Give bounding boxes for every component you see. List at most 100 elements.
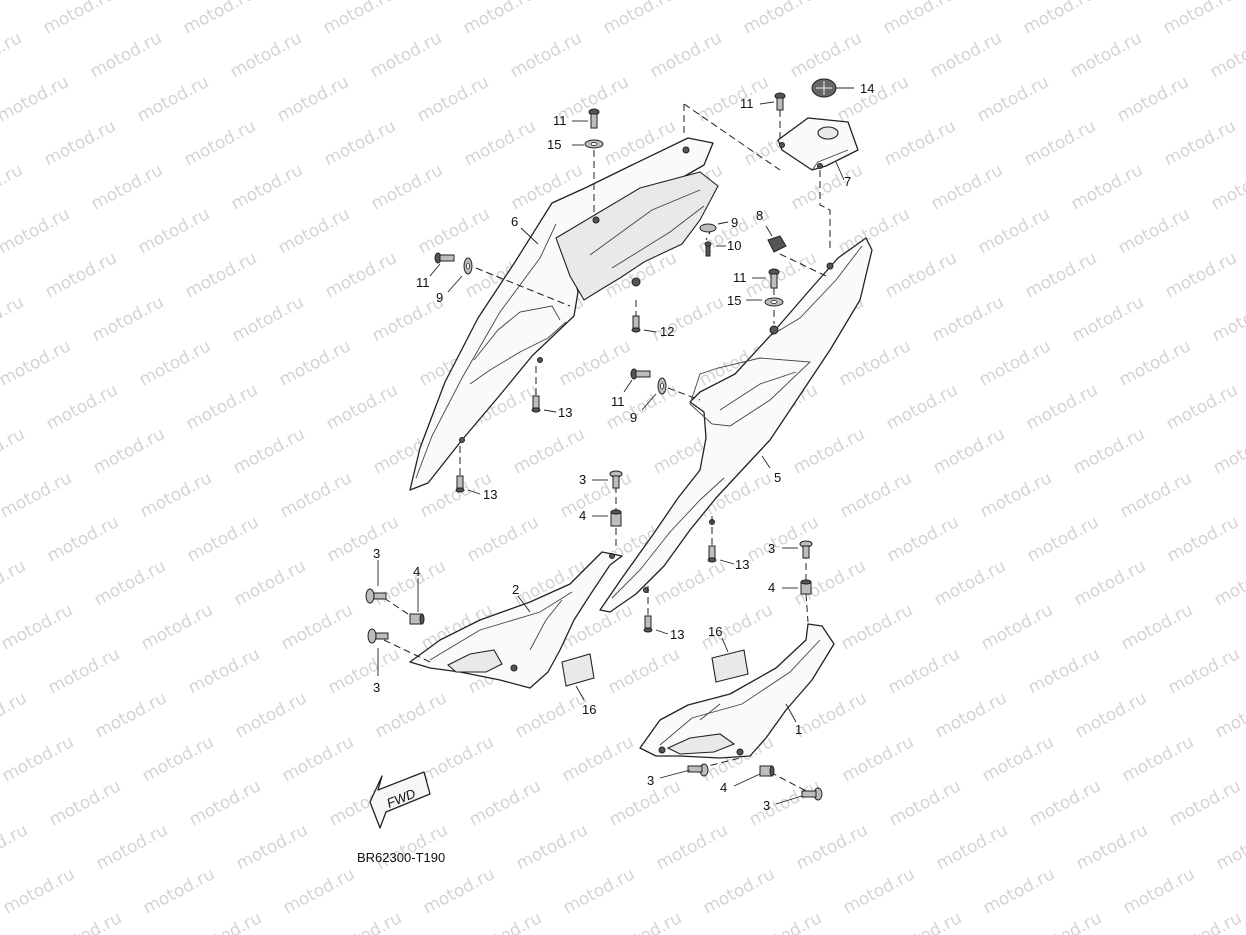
watermark-text: motod.ru	[607, 908, 685, 935]
watermark-text: motod.ru	[977, 468, 1055, 522]
watermark-text: motod.ru	[372, 688, 450, 742]
watermark-text: motod.ru	[1208, 160, 1246, 214]
bolt-11-d	[768, 268, 780, 289]
callout-4: 4	[720, 780, 727, 795]
watermark-text: motod.ru	[1165, 644, 1243, 698]
watermark-text: motod.ru	[323, 380, 401, 434]
callout-11: 11	[553, 113, 567, 128]
watermark-text: motod.ru	[0, 468, 75, 522]
watermark-text: motod.ru	[1120, 864, 1198, 918]
watermark-text: motod.ru	[1073, 820, 1151, 874]
watermark-text: motod.ru	[507, 28, 585, 82]
part-5-right-side-cover	[599, 237, 873, 613]
watermark-text: motod.ru	[556, 336, 634, 390]
clip-13-c	[707, 545, 717, 563]
screw-3-e	[687, 763, 709, 777]
watermark-text: motod.ru	[1072, 688, 1150, 742]
watermark-text: motod.ru	[0, 600, 76, 654]
watermark-text: motod.ru	[138, 600, 216, 654]
watermark-text: motod.ru	[320, 0, 398, 38]
watermark-text: motod.ru	[419, 732, 497, 786]
callout-3: 3	[373, 546, 380, 561]
watermark-text: motod.ru	[840, 864, 918, 918]
watermark-text: motod.ru	[837, 468, 915, 522]
collar-4-d	[759, 765, 775, 777]
callout-3: 3	[763, 798, 770, 813]
watermark-text: motod.ru	[0, 556, 29, 610]
watermark-text: motod.ru	[887, 908, 965, 935]
watermark-text: motod.ru	[1024, 512, 1102, 566]
watermark-text: motod.ru	[788, 160, 866, 214]
clip-13-a	[531, 395, 541, 413]
callout-13: 13	[483, 487, 497, 502]
callouts: 11 15 6 11 9 9 10 12 13 13 11 14 7 8 11 …	[373, 81, 874, 813]
watermark-text: motod.ru	[886, 776, 964, 830]
watermark-text: motod.ru	[930, 424, 1008, 478]
callout-4: 4	[579, 508, 586, 523]
watermark-text: motod.ru	[700, 864, 778, 918]
watermark-text: motod.ru	[44, 512, 122, 566]
clip-12	[631, 315, 641, 333]
watermark-text: motod.ru	[1071, 556, 1149, 610]
callout-3: 3	[373, 680, 380, 695]
watermark-text: motod.ru	[1210, 424, 1246, 478]
part-14-emblem	[811, 78, 837, 98]
watermark-text: motod.ru	[91, 556, 169, 610]
watermark-text: motod.ru	[560, 864, 638, 918]
watermark-text: motod.ru	[89, 292, 167, 346]
watermark-text: motod.ru	[1209, 292, 1246, 346]
watermark-text: motod.ru	[227, 28, 305, 82]
hardware	[365, 92, 823, 801]
watermark-text: motod.ru	[1069, 292, 1147, 346]
watermark-text: motod.ru	[747, 908, 825, 935]
watermark-text: motod.ru	[1021, 116, 1099, 170]
watermark-text: motod.ru	[231, 556, 309, 610]
watermark-text: motod.ru	[1213, 820, 1246, 874]
watermark-text: motod.ru	[0, 820, 31, 874]
watermark-text: motod.ru	[1160, 0, 1238, 38]
watermark-text: motod.ru	[559, 732, 637, 786]
collar-4-c	[800, 579, 812, 595]
watermark-text: motod.ru	[367, 28, 445, 82]
bolt-11-a	[588, 108, 600, 129]
drawing-code: BR62300-T190	[357, 850, 445, 865]
watermark-text: motod.ru	[135, 204, 213, 258]
watermark-text: motod.ru	[884, 512, 962, 566]
watermark-text: motod.ru	[1207, 28, 1246, 82]
callout-16: 16	[582, 702, 596, 717]
watermark-text: motod.ru	[461, 116, 539, 170]
washer-15-b	[764, 297, 784, 307]
part-1-right-lower-cover	[639, 623, 835, 759]
watermark-text: motod.ru	[513, 820, 591, 874]
watermark-text: motod.ru	[185, 644, 263, 698]
watermark-text: motod.ru	[280, 864, 358, 918]
watermark-text: motod.ru	[787, 28, 865, 82]
watermark-text: motod.ru	[931, 556, 1009, 610]
screw-10	[704, 241, 712, 257]
watermark-text: motod.ru	[1211, 556, 1246, 610]
watermark-text: motod.ru	[233, 820, 311, 874]
callout-4: 4	[413, 564, 420, 579]
watermark-text: motod.ru	[183, 380, 261, 434]
watermark-text: motod.ru	[277, 468, 355, 522]
watermark-text: motod.ru	[464, 512, 542, 566]
watermark-text: motod.ru	[0, 204, 73, 258]
watermark-text: motod.ru	[793, 820, 871, 874]
screw-3-a	[609, 470, 623, 489]
watermark-text: motod.ru	[46, 776, 124, 830]
watermark-text: motod.ru	[275, 204, 353, 258]
watermark-text: motod.ru	[0, 688, 30, 742]
bolt-11-c	[774, 92, 786, 111]
watermark-text: motod.ru	[1212, 688, 1246, 742]
watermark-text: motod.ru	[885, 644, 963, 698]
watermark-text: motod.ru	[740, 0, 818, 38]
callout-4: 4	[768, 580, 775, 595]
part-7-rear-bracket	[777, 117, 859, 171]
part-16-pad-right	[711, 649, 749, 683]
watermark-text: motod.ru	[882, 248, 960, 302]
collar-4-b	[409, 613, 425, 625]
watermark-text: motod.ru	[228, 160, 306, 214]
callout-15: 15	[727, 293, 741, 308]
watermark-text: motod.ru	[980, 864, 1058, 918]
